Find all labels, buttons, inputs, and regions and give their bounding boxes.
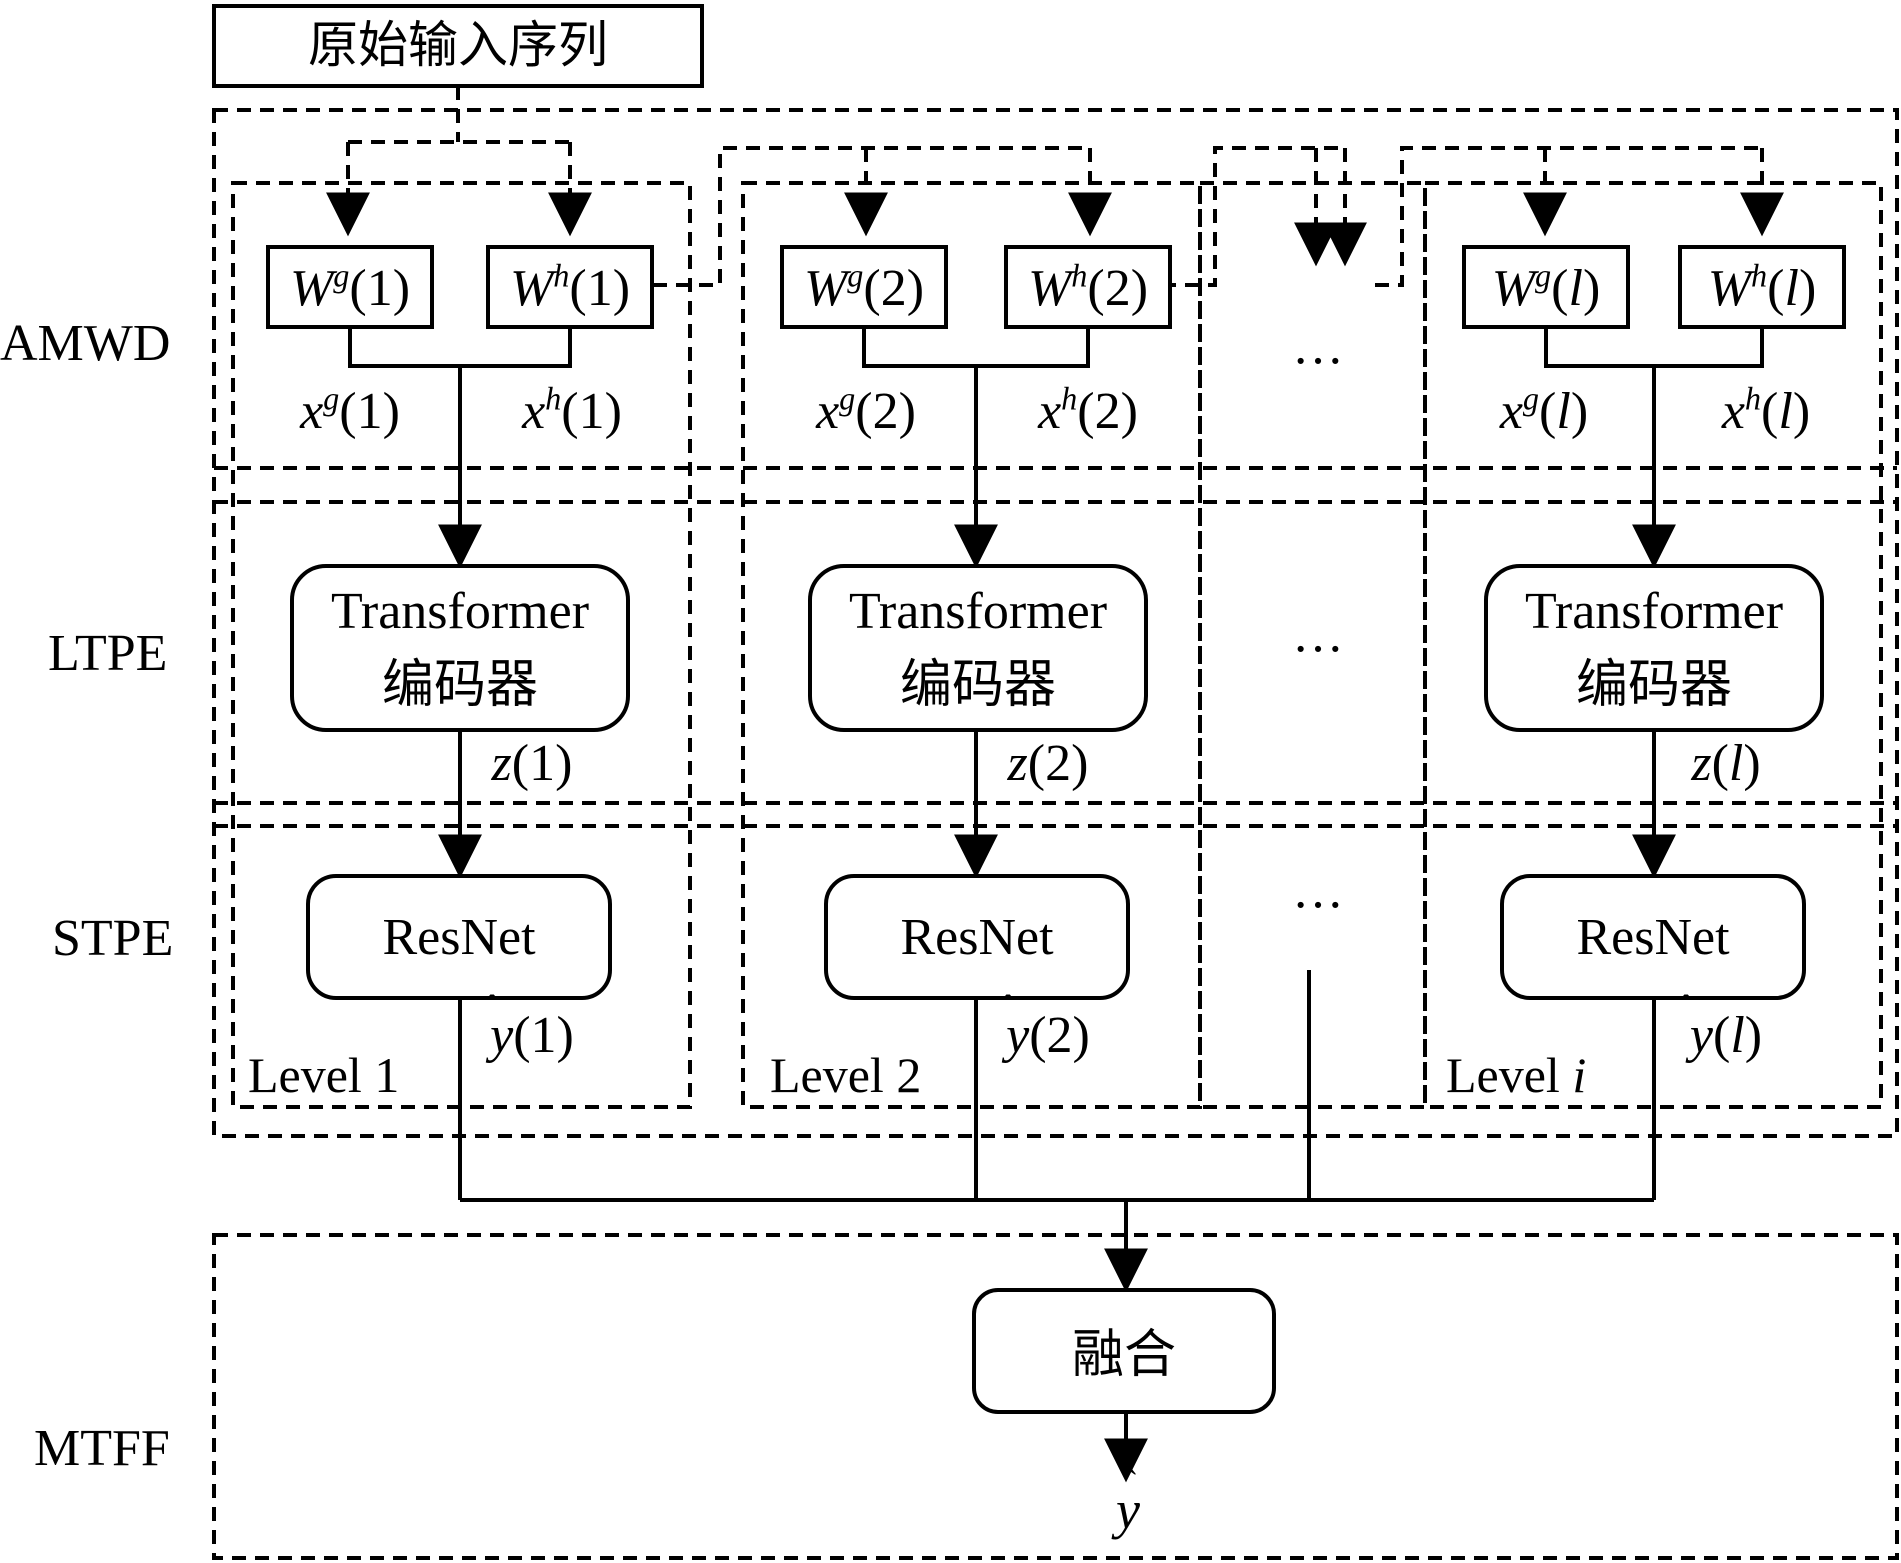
level-2-wg-box: Wg(2): [780, 245, 948, 329]
layer-label-amwd: AMWD: [0, 315, 170, 372]
level-i-wg-label: Wg(l): [1492, 257, 1601, 317]
fusion-label: 融合: [1072, 1325, 1176, 1385]
level-2-label: Level 2: [770, 1047, 921, 1103]
level-1-column: Wg(1) Wh(1) xg(1) xh(1) Transformer 编码器 z(1) Re…: [248, 245, 654, 1200]
fusion-box: 融合: [972, 1288, 1276, 1414]
level-i-resnet-label: ResNet: [1576, 909, 1730, 966]
level-1-z-label: z(1): [491, 735, 573, 792]
level-1-join-line: [348, 327, 572, 368]
level-2-yhat-label: y(2)ˆ: [1001, 989, 1090, 1064]
level-i-encoder-line1: Transformer: [1525, 583, 1783, 640]
output: y ˆ: [1104, 1412, 1148, 1540]
level-i-label: Level i: [1446, 1047, 1586, 1103]
levels: Wg(1) Wh(1) xg(1) xh(1) Transformer 编码器 z(1) Re…: [248, 245, 1846, 1200]
level-2-yhat-mark: ˆ: [1002, 989, 1014, 1026]
level-2-encoder-line1: Transformer: [849, 583, 1107, 640]
level-1-encoder-line1: Transformer: [331, 583, 589, 640]
level-i-join-line: [1544, 327, 1764, 368]
level-1-yhat-text: y(1): [485, 1007, 574, 1064]
level-1-wg-box: Wg(1): [266, 245, 434, 329]
level-1-resnet-label: ResNet: [382, 909, 536, 966]
level-2-resnet-box: ResNet: [824, 874, 1130, 1000]
level-i-wg-box: Wg(l): [1462, 245, 1630, 329]
level-2-wh-box: Wh(2): [1004, 245, 1172, 329]
level-2-join-line: [862, 327, 1090, 368]
merge-bus: [460, 1198, 1654, 1293]
ellipsis-stpe: ···: [1292, 877, 1344, 934]
input-distribution: [326, 86, 1784, 287]
level-1-xh-label: xh(1): [521, 380, 622, 440]
level-i-resnet-box: ResNet: [1500, 874, 1806, 1000]
level-1-wg-label: Wg(1): [290, 257, 410, 317]
layer-label-stpe: STPE: [52, 910, 173, 967]
level-1-yhat-mark: ˆ: [486, 989, 498, 1026]
level-2-frame: [741, 181, 1202, 1109]
input-sequence-label: 原始输入序列: [308, 16, 608, 74]
ellipsis-amwd: ···: [1292, 333, 1344, 390]
level-1-label: Level 1: [248, 1047, 399, 1103]
level-2-encoder-line2: 编码器: [900, 655, 1056, 715]
amwd-region: [212, 108, 1899, 1138]
level-1-resnet-box: ResNet: [306, 874, 612, 1000]
output-hat-mark: ˆ: [1124, 1462, 1136, 1502]
level-i-column: Wg(l) Wh(l) xg(l) xh(l) Transformer 编码器 z(l) Re…: [1446, 245, 1846, 1200]
level-1-wh-label: Wh(1): [510, 257, 630, 317]
level-i-yhat-text: y(l): [1685, 1007, 1762, 1064]
level-i-encoder-box: Transformer 编码器: [1484, 564, 1824, 732]
level-2-wg-label: Wg(2): [804, 257, 924, 317]
level-1-wh-box: Wh(1): [486, 245, 654, 329]
level-2-yhat-text: y(2): [1001, 1007, 1090, 1064]
level-i-yhat-mark: ˆ: [1680, 989, 1692, 1026]
level-2-z-label: z(2): [1007, 735, 1089, 792]
region-frames: [212, 108, 1899, 1560]
level-i-z-label: z(l): [1690, 735, 1760, 792]
output-y-hat: y: [1111, 1480, 1140, 1540]
input-sequence-box: 原始输入序列: [212, 4, 704, 88]
ellipsis-column: ··· ··· ···: [1292, 333, 1344, 1200]
level-2-encoder-box: Transformer 编码器: [808, 564, 1148, 732]
level-2-xg-label: xg(2): [815, 380, 916, 440]
level-2-resnet-label: ResNet: [900, 909, 1054, 966]
layer-labels: AMWD LTPE STPE MTFF: [0, 315, 173, 1477]
level-2-wh-label: Wh(2): [1028, 257, 1148, 317]
layer-label-ltpe: LTPE: [48, 625, 167, 682]
level-1-xg-label: xg(1): [299, 380, 400, 440]
level-i-xh-label: xh(l): [1721, 380, 1810, 440]
level-i-xg-label: xg(l): [1499, 380, 1588, 440]
level-i-yhat-label: y(l)ˆ: [1680, 989, 1762, 1064]
level-2-xh-label: xh(2): [1037, 380, 1138, 440]
level-1-yhat-label: y(1)ˆ: [485, 989, 574, 1064]
level-1-encoder-line2: 编码器: [382, 655, 538, 715]
level-i-wh-label: Wh(l): [1708, 257, 1817, 317]
level-i-wh-box: Wh(l): [1678, 245, 1846, 329]
layer-label-mtff: MTFF: [34, 1420, 170, 1477]
level-2-column: Wg(2) Wh(2) xg(2) xh(2) Transformer 编码器 z(2) Re…: [770, 245, 1172, 1200]
mtff-region: [212, 1233, 1899, 1560]
level-1-frame: [231, 181, 692, 1109]
ellipsis-ltpe: ···: [1292, 621, 1344, 678]
level-i-encoder-line2: 编码器: [1576, 655, 1732, 715]
level-1-encoder-box: Transformer 编码器: [290, 564, 630, 732]
